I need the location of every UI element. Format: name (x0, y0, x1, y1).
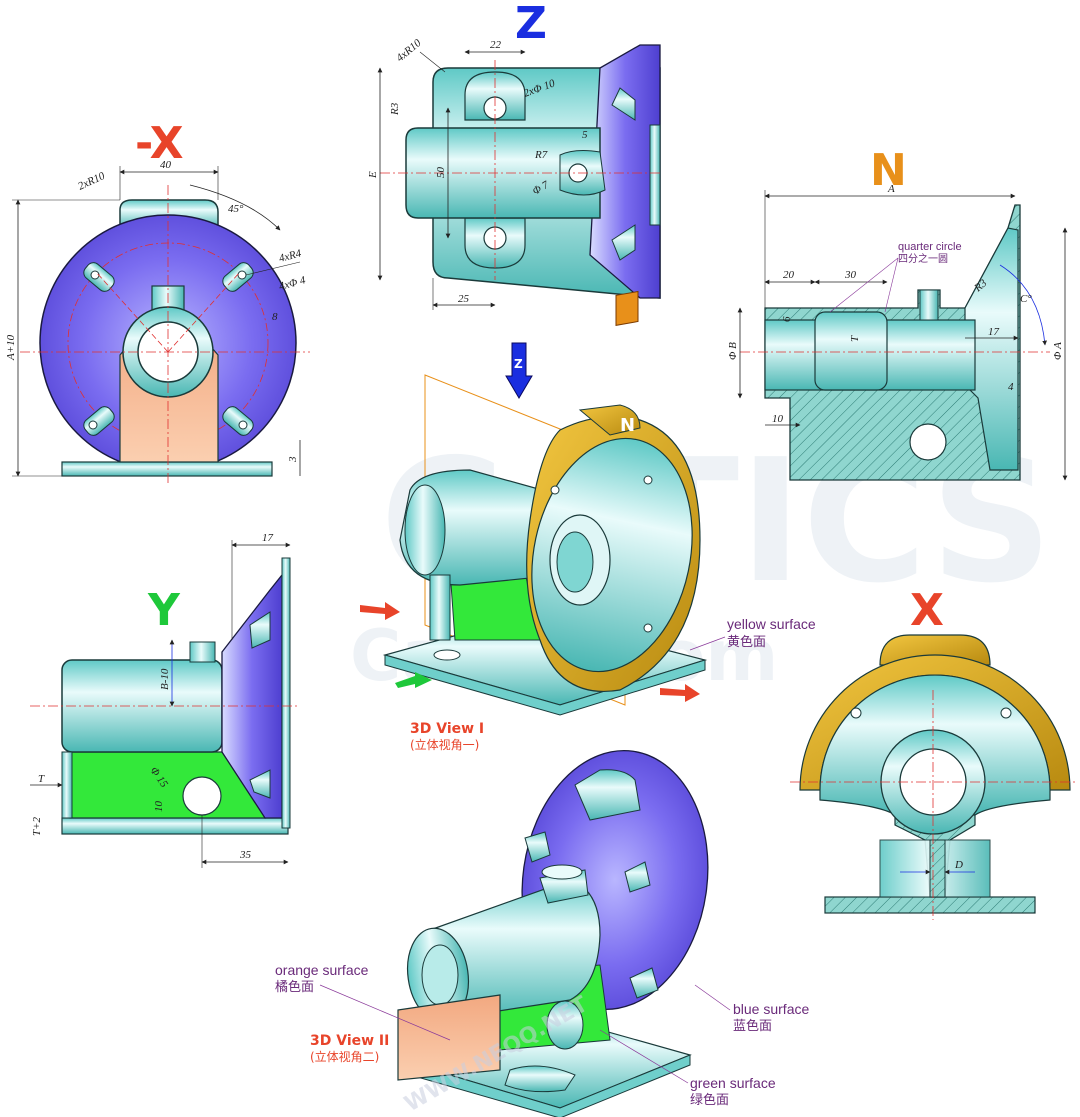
green-surface-cn: 绿色面 (690, 1092, 729, 1108)
blue-surface-cn: 蓝色面 (733, 1018, 772, 1034)
dim-4xr10: 4xR10 (394, 37, 424, 65)
base-plate (61, 461, 273, 477)
view-z: Z 4xR10 22 2xΦ 10 R3 E 50 5 R7 Φ 7 25 (367, 0, 661, 310)
dim-6: 6 (781, 316, 793, 322)
dim-d: D (954, 859, 963, 871)
dim-2xr10: 2xR10 (76, 170, 107, 193)
dim-a10: A+10 (5, 334, 17, 361)
dim-c-deg: C° (1020, 293, 1032, 305)
dim-e: E (367, 171, 379, 179)
view1-cn: (立体视角一) (410, 737, 479, 752)
dim-17-y: 17 (262, 532, 274, 544)
view-n: N A 20 30 quarter circle 四分之一圆 R3 C° Φ B… (727, 145, 1068, 481)
dim-45deg: 45° (228, 203, 244, 215)
view-title-x: X (910, 585, 944, 636)
dim-phia: Φ A (1052, 342, 1064, 360)
dim-5: 5 (582, 129, 588, 141)
view2-cn: (立体视角二) (310, 1049, 379, 1064)
quarter-circle-cn: 四分之一圆 (898, 252, 948, 265)
dim-30: 30 (844, 269, 857, 281)
bolt-lug-tr (222, 262, 254, 292)
bolt-lug-bl (83, 406, 115, 436)
view1-label: 3D View I (410, 721, 484, 737)
dim-4xr4: 4xR4 (278, 247, 303, 265)
view-y: Y 17 B-10 Φ 15 T T+2 10 35 (30, 532, 300, 868)
orange-surface-label: orange surface (275, 962, 369, 978)
dim-50: 50 (435, 167, 447, 179)
dim-4-n: 4 (1008, 381, 1014, 393)
dim-17-n: 17 (988, 326, 1000, 338)
quarter-circle-label: quarter circle (898, 241, 962, 253)
dim-20: 20 (783, 269, 795, 281)
n-marker-letter: N (620, 415, 635, 436)
dim-4xphi4: 4xΦ 4 (278, 274, 308, 293)
view-3d-2: orange surface 橘色面 3D View II (立体视角二) bl… (275, 749, 809, 1117)
view2-label: 3D View II (310, 1033, 389, 1049)
dim-8: 8 (272, 311, 278, 323)
dim-40: 40 (160, 159, 172, 171)
z-direction-arrow: Z (505, 342, 533, 399)
z-arrow-letter: Z (514, 357, 523, 371)
dim-3: 3 (287, 456, 299, 463)
view-title-n: N (870, 145, 907, 196)
green-surface-label: green surface (690, 1075, 776, 1091)
dim-t-n: T (849, 335, 861, 342)
bolt-lug-br (222, 406, 254, 436)
dim-r7: R7 (534, 149, 548, 161)
dim-phib: Φ B (727, 342, 739, 360)
yellow-surface-label: yellow surface (727, 616, 816, 632)
view-title-z: Z (515, 0, 547, 49)
flange-side (589, 44, 661, 299)
dim-10-n: 10 (772, 413, 784, 425)
n-direction-marker: N (615, 290, 639, 436)
blue-surface-label: blue surface (733, 1001, 809, 1017)
view-title-neg-x: -X (135, 118, 184, 169)
view-neg-x: -X 40 2xR10 45° 4xR4 4xΦ 4 8 (5, 118, 310, 485)
view-x: X D (790, 585, 1075, 920)
dim-b10: B-10 (159, 668, 171, 690)
yellow-surface-cn: 黄色面 (727, 634, 766, 650)
view-3d-1: Z N yellow surface 黄色面 3D View (360, 290, 816, 752)
dim-22: 22 (490, 39, 502, 51)
dim-35: 35 (239, 849, 252, 861)
dim-25: 25 (458, 293, 470, 305)
dim-10-y: 10 (153, 801, 165, 813)
orange-surface-cn: 橘色面 (275, 979, 314, 995)
dim-t-y: T (38, 773, 45, 785)
view-title-y: Y (147, 585, 181, 636)
dim-a-top: A (887, 183, 895, 195)
dim-t2: T+2 (31, 816, 43, 836)
dim-r3: R3 (389, 102, 401, 116)
